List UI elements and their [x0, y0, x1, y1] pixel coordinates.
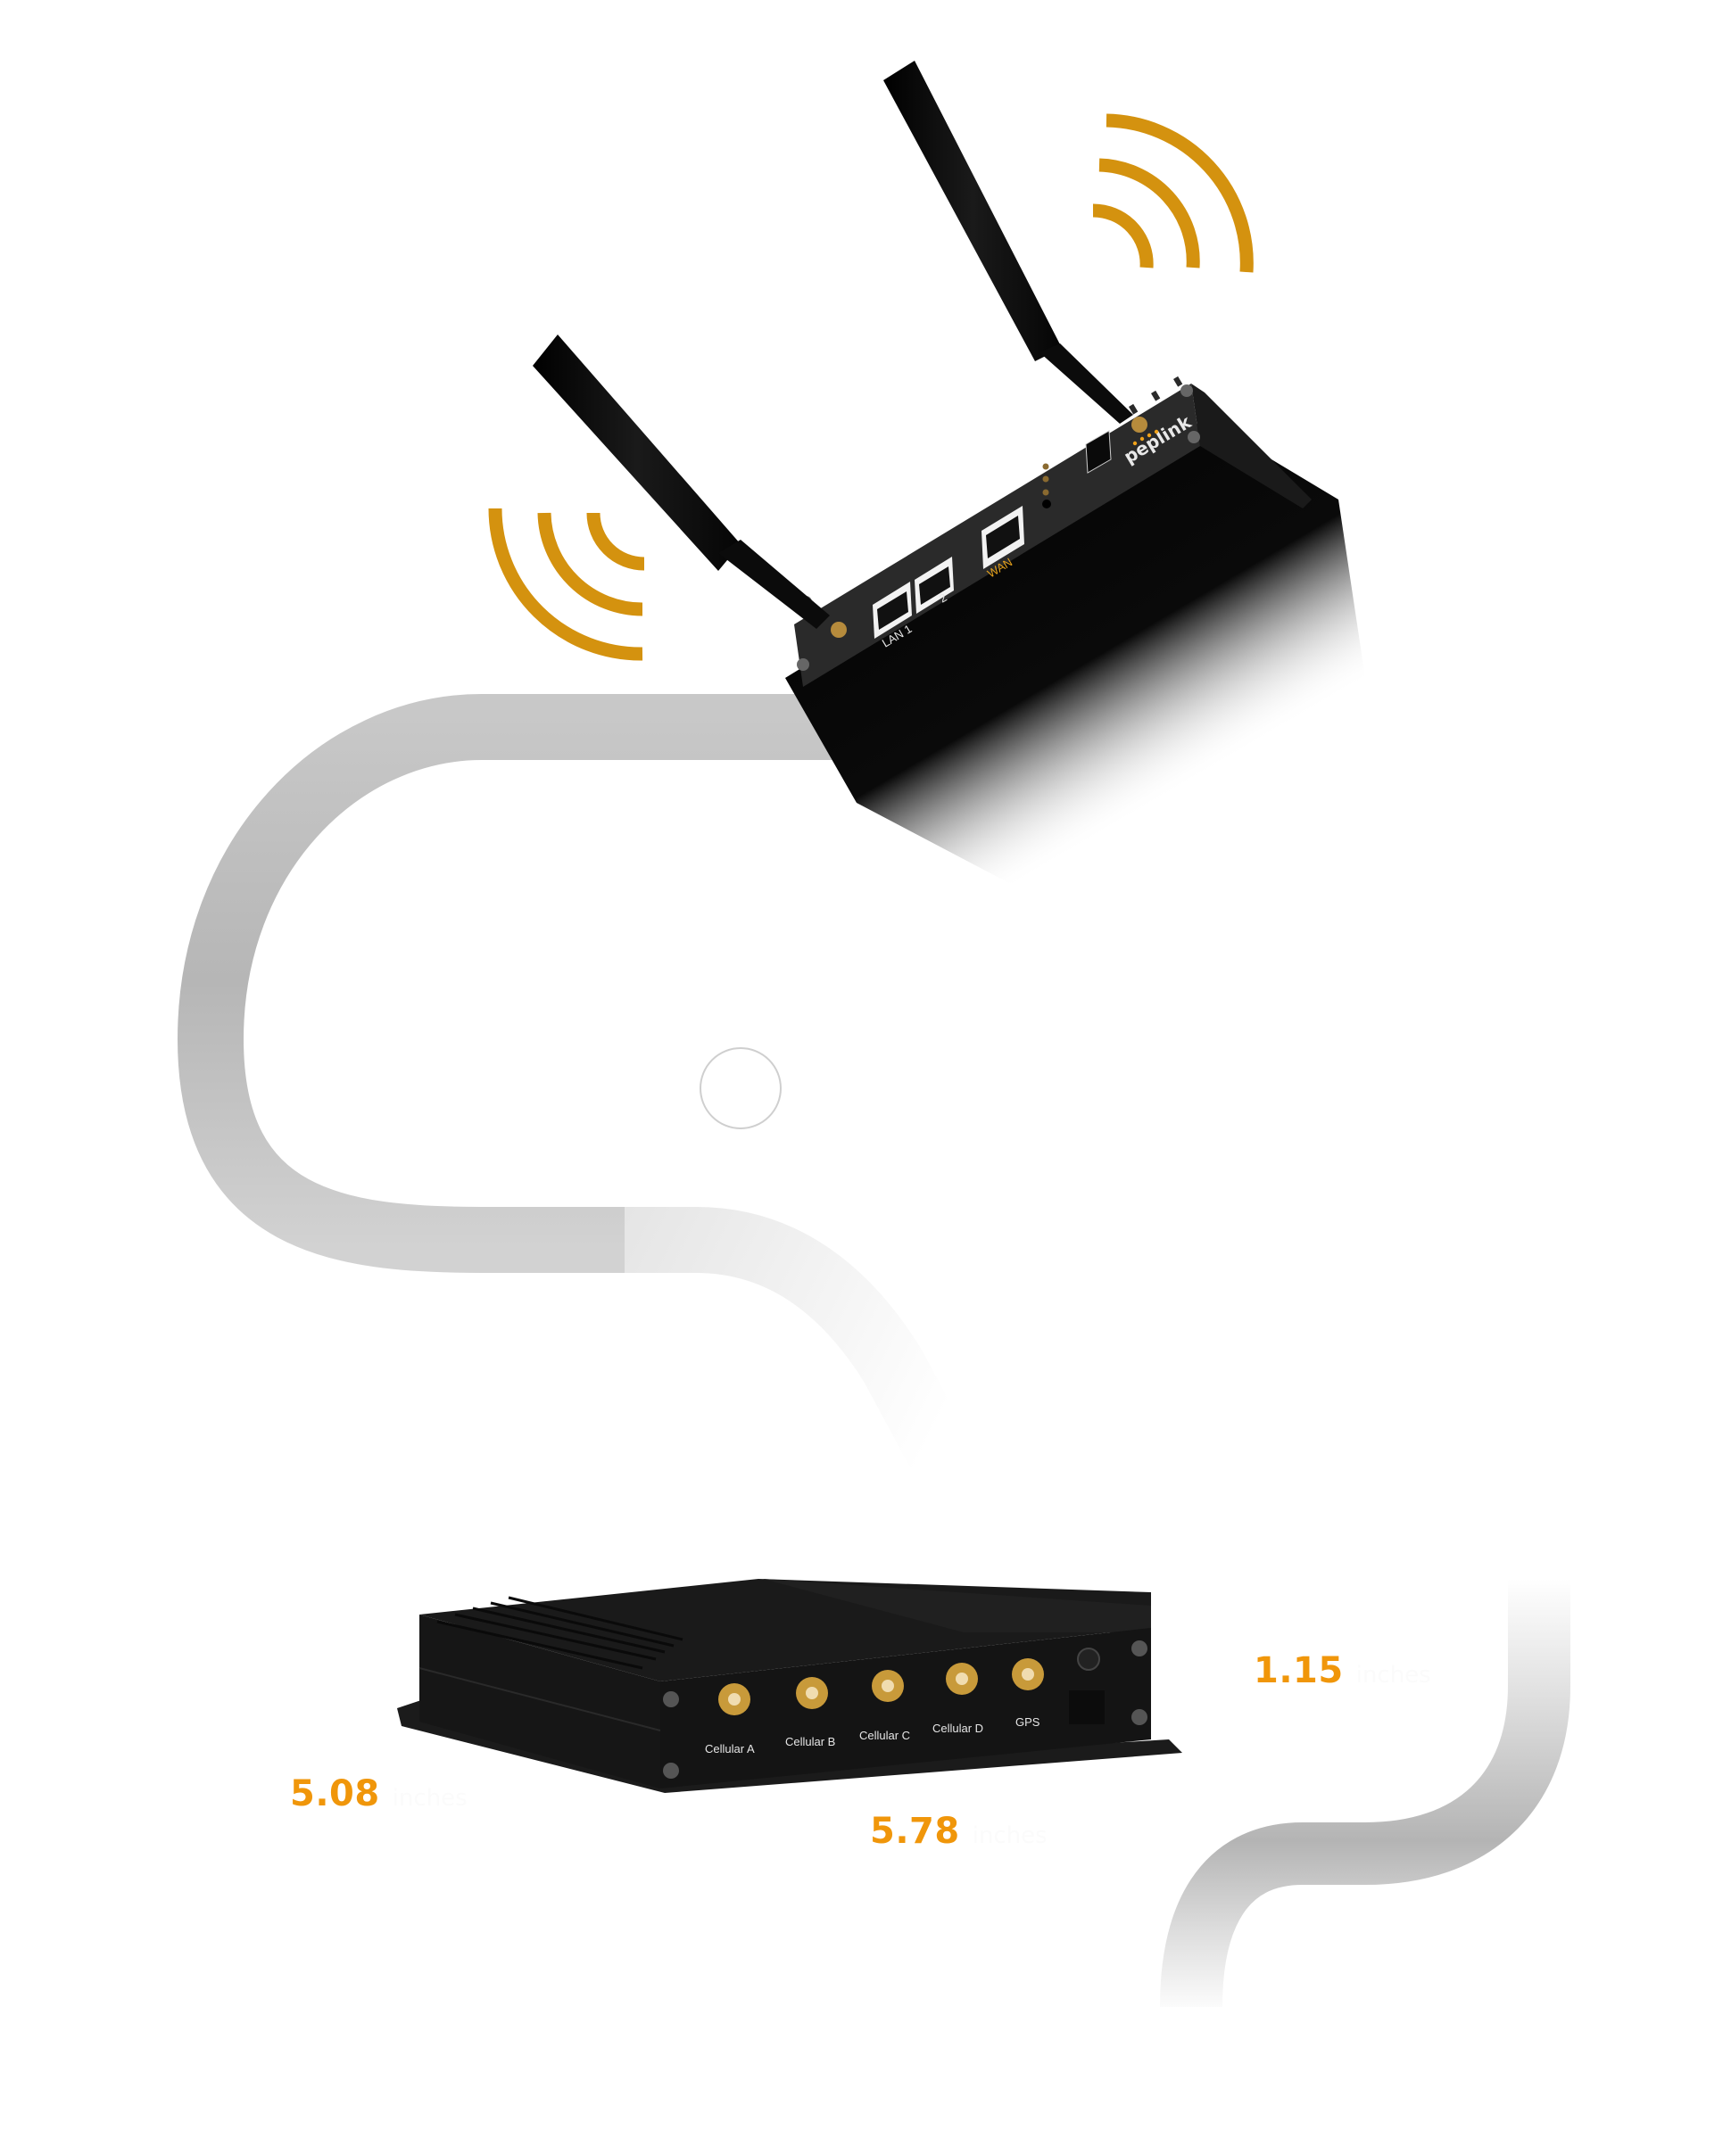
- dimension-unit: inches: [392, 1785, 468, 1812]
- antenna-a: [533, 335, 847, 638]
- ethernet-ports: [873, 506, 1024, 639]
- dimension-unit: inches: [972, 1822, 1048, 1849]
- antenna-b: [883, 61, 1147, 433]
- dimension-depth: 5.08 inches: [290, 1773, 468, 1814]
- dimension-unit: inches: [1355, 1662, 1431, 1689]
- dimension-value: 5.78: [870, 1811, 960, 1852]
- connector-label-cellular-d: Cellular D: [932, 1722, 983, 1735]
- dimension-value: 1.15: [1254, 1650, 1344, 1691]
- sma-connectors: [718, 1658, 1044, 1715]
- connector-label-gps: GPS: [1015, 1715, 1040, 1729]
- dimension-width: 5.78 inches: [870, 1811, 1048, 1852]
- connector-label-cellular-c: Cellular C: [859, 1729, 910, 1742]
- connector-label-cellular-b: Cellular B: [785, 1735, 835, 1748]
- dimension-height: 1.15 inches: [1254, 1650, 1431, 1691]
- connector-label-cellular-a: Cellular A: [705, 1742, 755, 1755]
- dimension-value: 5.08: [290, 1773, 380, 1814]
